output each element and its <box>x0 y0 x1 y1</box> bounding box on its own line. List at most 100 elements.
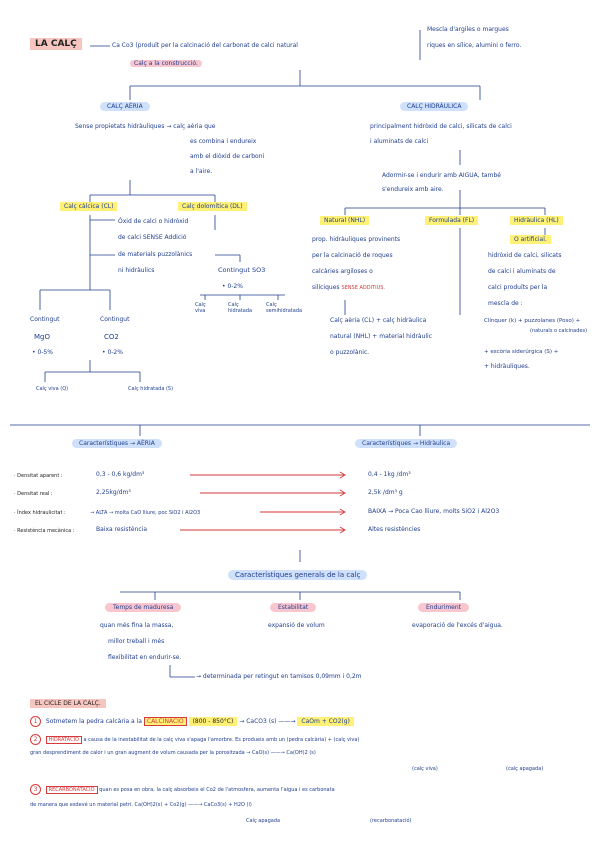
cycle-step3d: (recarbonatació) <box>370 818 412 824</box>
cycle-step3c: Calç apagada <box>246 818 281 824</box>
form-d1: Calç aèria (CL) + calç hidràulica <box>330 317 427 324</box>
comp-row-right: 2,5k /dm³ g <box>368 489 403 496</box>
aerea-desc2: es combina i endureix <box>190 138 257 145</box>
comp-row-right: 0,4 - 1kg /dm³ <box>368 471 411 478</box>
comp-row-label: · Índex hidraulicitat : <box>14 510 66 516</box>
nat-d4: silíciques SENSE ADDITIUS. <box>312 284 385 292</box>
cycle-step1: 1 Sotmetem la pedra calcària a la CALCIN… <box>30 716 354 727</box>
calcica-desc3: de materials puzzolànics <box>118 251 193 258</box>
general-c1: Temps de maduresa <box>105 603 182 612</box>
cycle-step2: 2 HIDRATACIÓ a causa de la inestabilitat… <box>30 734 359 745</box>
hid-artificial: O artificial. <box>510 235 551 244</box>
dol-semi: Calç semihidratada <box>266 302 303 314</box>
c1-desc2: millor treball i més <box>108 638 165 645</box>
calcica-label: Calç càlcica (CL) <box>60 202 118 211</box>
dol-hidratada: Calç hidratada <box>228 302 253 314</box>
comp-row-label: · Densitat aparent : <box>14 473 63 479</box>
so3-value: • 0-2% <box>222 283 243 290</box>
title-definition: Ca Co3 (produït per la calcinació del ca… <box>112 42 298 49</box>
hid-h6: (naturals o calcinades) <box>530 328 588 334</box>
note-line2: riques en sílice, alumini o ferro. <box>427 42 522 49</box>
co2-value: • 0-2% <box>102 349 123 356</box>
hid-h1: hidròxid de calci, silicats <box>488 252 562 259</box>
cycle-step3b: de manera que esdevé un material petri. … <box>30 802 252 808</box>
cycle-step2d: (calç apagada) <box>506 766 544 772</box>
c1-label: Temps de maduresa <box>105 603 182 612</box>
c2-desc: expansió de volum <box>268 622 325 629</box>
hid-h3: calci produïts per la <box>488 284 548 291</box>
dolomitica-text: Calç dolomítica (DL) <box>178 202 247 211</box>
form-d3: o puzzolànic. <box>330 349 370 356</box>
c2-label: Estabilitat <box>270 603 317 612</box>
general-c2: Estabilitat <box>270 603 317 612</box>
natural-text: Natural (NHL) <box>320 216 370 225</box>
formulada-text: Formulada (FL) <box>425 216 479 225</box>
hid-h7: + escòria siderúrgica (S) + <box>484 349 559 355</box>
step2-text: a causa de la inestabilitat de la calç v… <box>83 737 360 743</box>
step3-recarbonatacio: RECARBONATACIÓ <box>45 786 98 794</box>
co2-label: CO2 <box>104 333 119 341</box>
title-label: LA CALÇ <box>30 38 82 50</box>
hidra-label: Hidràulica (HL) <box>510 216 563 225</box>
calcica-desc1: Òxid de calci o hidròxid <box>118 218 189 225</box>
dol-viva: Calç viva <box>195 302 206 314</box>
cycle-title-text: EL CICLE DE LA CALÇ. <box>30 699 106 708</box>
calcica-text: Calç càlcica (CL) <box>60 202 118 211</box>
main-title: LA CALÇ <box>30 38 82 50</box>
step2-hidratacio: HIDRATACIÓ <box>45 736 82 744</box>
title-subdefinition: Calç a la construcció. <box>130 60 202 68</box>
formulada-label: Formulada (FL) <box>425 216 479 225</box>
step1-reaction: → CaCO3 (s) ——→ <box>239 718 296 725</box>
form-d2: natural (NHL) + material hidràulic <box>330 333 433 340</box>
hid-h5: Clínquer (k) + puzzolanes (Poso) + <box>484 318 581 324</box>
step2-number: 2 <box>30 734 41 745</box>
mgo-value: • 0-5% <box>32 349 53 356</box>
cycle-step3: 3 RECARBONATACIÓ quan es posa en obra, l… <box>30 784 335 795</box>
hid-h2: de calci i aluminats de <box>488 268 556 275</box>
artificial-text: O artificial. <box>510 235 551 244</box>
comp-row-left: → ALTA → molta CaO lliure, poc SiO2 i Al… <box>90 510 201 516</box>
hid-d3: Adormir-se i endurir amb AIGUA, també <box>382 172 501 179</box>
c3-desc: evaporació de l'excés d'aigua. <box>412 622 503 629</box>
hid-d2: i aluminats de calci <box>370 138 429 145</box>
aerea-title-label: CALÇ AÈRIA <box>100 102 150 111</box>
nat-d1: prop. hidràuliques provinents <box>312 236 401 243</box>
viva-q: Calç viva (Q) <box>36 386 69 392</box>
general-c3: Enduriment <box>418 603 470 612</box>
determinada: → determinada per retingut en tamisos 0,… <box>196 673 362 680</box>
step1-text: Sotmetem la pedra calcària a la <box>45 718 142 725</box>
cycle-title: EL CICLE DE LA CALÇ. <box>30 699 106 708</box>
hidraulica-title: CALÇ HIDRÀULICA <box>400 102 469 111</box>
nat-d4-text: silíciques <box>312 284 340 291</box>
mgo-label: MgO <box>34 333 50 341</box>
cycle-step2c: (calç viva) <box>412 766 438 772</box>
nat-d3: calcàries argiloses o <box>312 268 373 275</box>
hid-d1: principalment hidròxid de calci, silicat… <box>370 123 512 130</box>
nat-d4-red: SENSE ADDITIUS. <box>341 285 385 291</box>
c1-desc1: quan més fina la massa, <box>100 622 174 629</box>
natural-label: Natural (NHL) <box>320 216 370 225</box>
comp-row-left: Baixa resistència <box>96 526 148 533</box>
general-title-label: Característiques generals de la calç <box>228 570 368 580</box>
comp-row-label: · Densitat real : <box>14 491 53 497</box>
step1-calcinacio: CALCINACIÓ <box>143 717 187 726</box>
aerea-desc1: Sense propietats hidràuliques → calç aèr… <box>75 123 216 130</box>
note-line1: Mescla d'argiles o margues <box>427 26 509 33</box>
c1-desc3: flexibilitat en endurir-se. <box>108 654 182 661</box>
hidraulica-title-label: CALÇ HIDRÀULICA <box>400 102 469 111</box>
comp-row-label: · Resistència mecànica : <box>14 528 75 534</box>
co2-title: Contingut <box>100 316 130 323</box>
aerea-title: CALÇ AÈRIA <box>100 102 150 111</box>
comp-left-title: Característiques → AÈRIA <box>72 439 162 448</box>
hidra-text: Hidràulica (HL) <box>510 216 563 225</box>
comp-right-label: Característiques → Hidràulica <box>355 439 458 448</box>
general-title: Característiques generals de la calç <box>228 570 368 580</box>
hid-d4: s'endureix amb aire. <box>382 186 444 193</box>
construction-label: Calç a la construcció. <box>130 60 202 67</box>
step1-number: 1 <box>30 716 41 727</box>
comp-row-right: Altes resistències <box>368 526 421 533</box>
comp-row-right: BAIXA → Poca Cao lliure, molts SiO2 i Al… <box>368 508 500 515</box>
hid-h4: mescla de : <box>488 300 523 307</box>
step1-products: CaOm + CO2(g) <box>297 717 354 726</box>
